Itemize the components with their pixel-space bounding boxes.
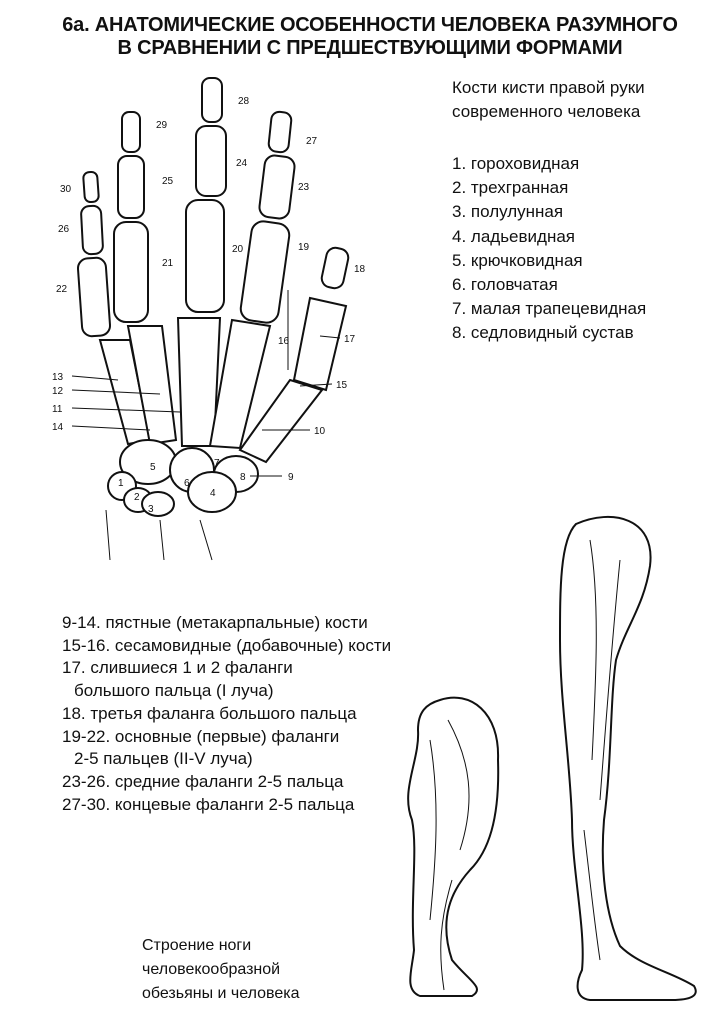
carpal-item: 4. ладьевидная [452,226,576,246]
leg-caption-line-3: обезьяны и человека [142,985,300,1002]
label-12: 12 [52,386,64,397]
label-19: 19 [298,242,310,253]
label-14: 14 [52,422,64,433]
carpal-item: 1. гороховидная [452,154,580,173]
human-leg-illustration [558,516,697,1001]
label-7: 7 [214,458,220,469]
legend-item-continuation: большого пальца (I луча) [74,681,274,701]
carpal-item: 6. головчатая [452,275,558,295]
label-27: 27 [306,136,318,147]
carpal-item: 2. трехгранная [452,178,569,198]
label-15: 15 [336,380,348,391]
label-17: 17 [344,334,356,345]
legend-item: 19-22. основные (первые) фаланги [62,726,340,746]
legend-item: 15-16. сесамовидные (добавочные) кости [62,635,392,655]
label-18: 18 [354,264,366,275]
label-29: 29 [156,120,168,131]
hand-leader-lines [71,290,341,477]
legend-item: 17. слившиеся 1 и 2 фаланги [62,658,293,678]
leg-caption-line-2: человекообразной [142,961,281,978]
leg-caption: Строение ноги человекообразной обезьяны … [142,934,300,1006]
label-8: 8 [240,472,246,483]
label-16: 16 [278,336,290,347]
legend-item: 9-14. пястные (метакарпальные) кости [62,613,368,632]
label-24: 24 [236,158,248,169]
label-2: 2 [134,492,140,503]
label-23: 23 [298,182,310,193]
label-22: 22 [56,284,68,295]
carpal-item: 8. седловидный сустав [452,323,634,343]
legend-item: 27-30. концевые фаланги 2-5 пальца [62,794,355,814]
label-30: 30 [60,184,72,195]
label-9: 9 [288,472,294,483]
label-4: 4 [210,488,216,499]
label-1: 1 [118,478,124,489]
label-10: 10 [314,426,326,437]
legend-item-continuation: 2-5 пальцев (II-V луча) [74,749,253,769]
page-title: 6а. АНАТОМИЧЕСКИЕ ОСОБЕННОСТИ ЧЕЛОВЕКА Р… [40,14,700,60]
title-line-2: В СРАВНЕНИИ С ПРЕДШЕСТВУЮЩИМИ ФОРМАМИ [117,37,623,59]
label-6: 6 [184,478,190,489]
legend-item: 18. третья фаланга большого пальца [62,703,357,723]
label-3: 3 [148,504,154,515]
carpal-item: 7. малая трапецевидная [452,299,647,319]
carpal-bones-list: 1. гороховидная 2. трехгранная 3. полулу… [452,152,646,346]
hand-caption-line-2: современного человека [452,102,641,121]
hand-caption-line-1: Кости кисти правой руки [452,78,645,97]
label-28: 28 [238,96,250,107]
bone-legend-list: 9-14. пястные (метакарпальные) кости 15-… [62,612,391,816]
legend-item: 23-26. средние фаланги 2-5 пальца [62,771,344,791]
label-5: 5 [150,462,156,473]
label-20: 20 [232,244,244,255]
label-26: 26 [58,224,70,235]
label-25: 25 [162,176,174,187]
leg-caption-line-1: Строение ноги [142,937,252,954]
label-11: 11 [52,404,63,415]
label-21: 21 [162,258,174,269]
hand-caption: Кости кисти правой руки современного чел… [452,76,645,124]
title-line-1: 6а. АНАТОМИЧЕСКИЕ ОСОБЕННОСТИ ЧЕЛОВЕКА Р… [62,14,678,36]
carpal-item: 3. полулунная [452,202,564,222]
hand-number-labels: 1 2 3 4 5 6 7 8 9 10 11 12 13 14 15 16 1… [52,96,366,515]
carpal-item: 5. крючковидная [452,250,583,270]
ape-leg-illustration [407,696,500,997]
label-13: 13 [52,372,64,383]
